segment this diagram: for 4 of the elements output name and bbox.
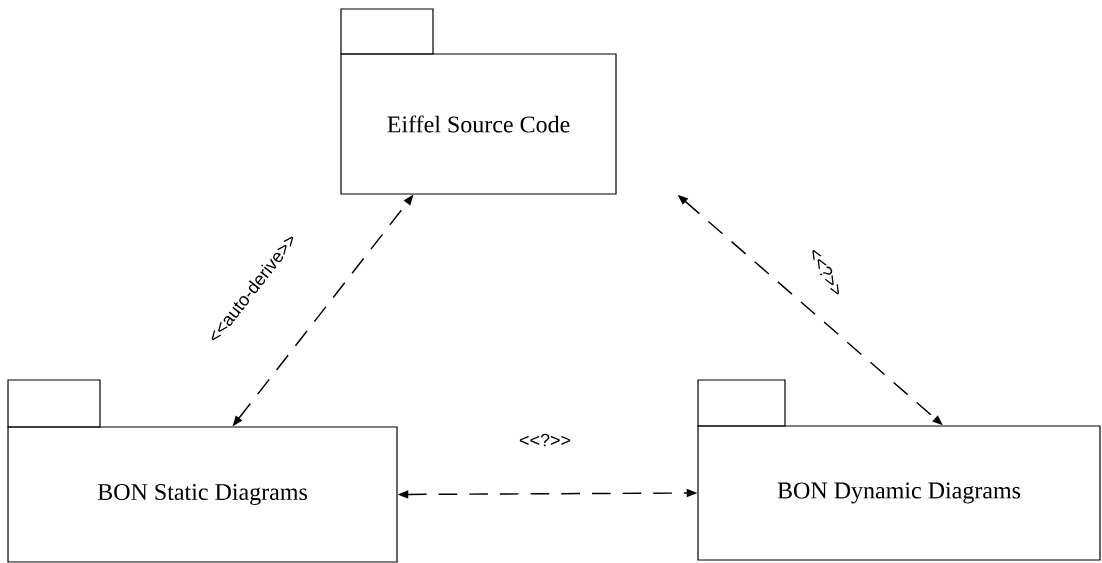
package-box: Eiffel Source Code	[340, 8, 617, 195]
edge-label: <<?>>	[519, 433, 571, 447]
package-box: BON Static Diagrams	[7, 379, 398, 563]
package-box: BON Dynamic Diagrams	[697, 379, 1101, 561]
